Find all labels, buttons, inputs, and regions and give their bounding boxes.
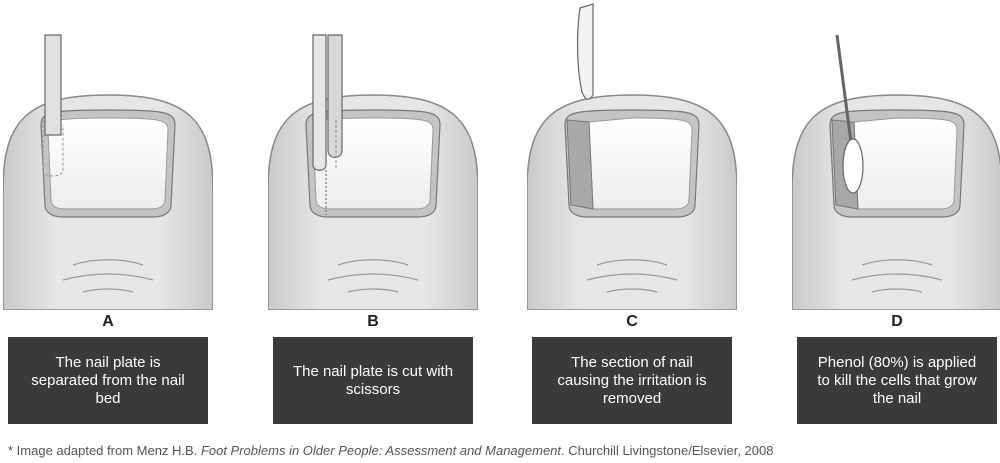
toe-illustration-b bbox=[268, 34, 478, 310]
step-caption: The nail plate is cut with scissors bbox=[273, 337, 473, 424]
step-caption: The nail plate is separated from the nai… bbox=[8, 337, 208, 424]
applicator-stick bbox=[835, 34, 854, 151]
step-panel-a: A The nail plate is separated from the n… bbox=[3, 0, 213, 430]
step-letter: B bbox=[367, 313, 379, 330]
nail-bed-exposed bbox=[566, 119, 594, 210]
scissors-blade bbox=[312, 34, 327, 171]
step-panel-c: C The section of nail causing the irrita… bbox=[527, 0, 737, 430]
scissors-blade bbox=[327, 34, 343, 159]
removed-nail-strip bbox=[576, 3, 594, 100]
step-letter: C bbox=[626, 313, 638, 330]
step-caption: The section of nail causing the irritati… bbox=[532, 337, 732, 424]
citation-book-title: Foot Problems in Older People: Assessmen… bbox=[200, 443, 562, 458]
step-caption: Phenol (80%) is applied to kill the cell… bbox=[797, 337, 997, 424]
toe-illustration-c bbox=[527, 3, 737, 310]
elevator-tool bbox=[44, 34, 62, 136]
step-letter: D bbox=[891, 313, 903, 330]
step-panel-b: B The nail plate is cut with scissors bbox=[268, 0, 478, 430]
toe-illustration-a bbox=[3, 34, 213, 310]
source-citation: * Image adapted from Menz H.B. Foot Prob… bbox=[8, 443, 773, 458]
cotton-swab-tip bbox=[842, 138, 864, 194]
step-panel-d: D Phenol (80%) is applied to kill the ce… bbox=[792, 0, 1000, 430]
citation-suffix: . Churchill Livingstone/Elsevier, 2008 bbox=[561, 443, 774, 458]
citation-prefix: * Image adapted from Menz H.B. bbox=[8, 443, 201, 458]
toe-illustration-d bbox=[792, 34, 1000, 310]
step-letter: A bbox=[102, 313, 114, 330]
